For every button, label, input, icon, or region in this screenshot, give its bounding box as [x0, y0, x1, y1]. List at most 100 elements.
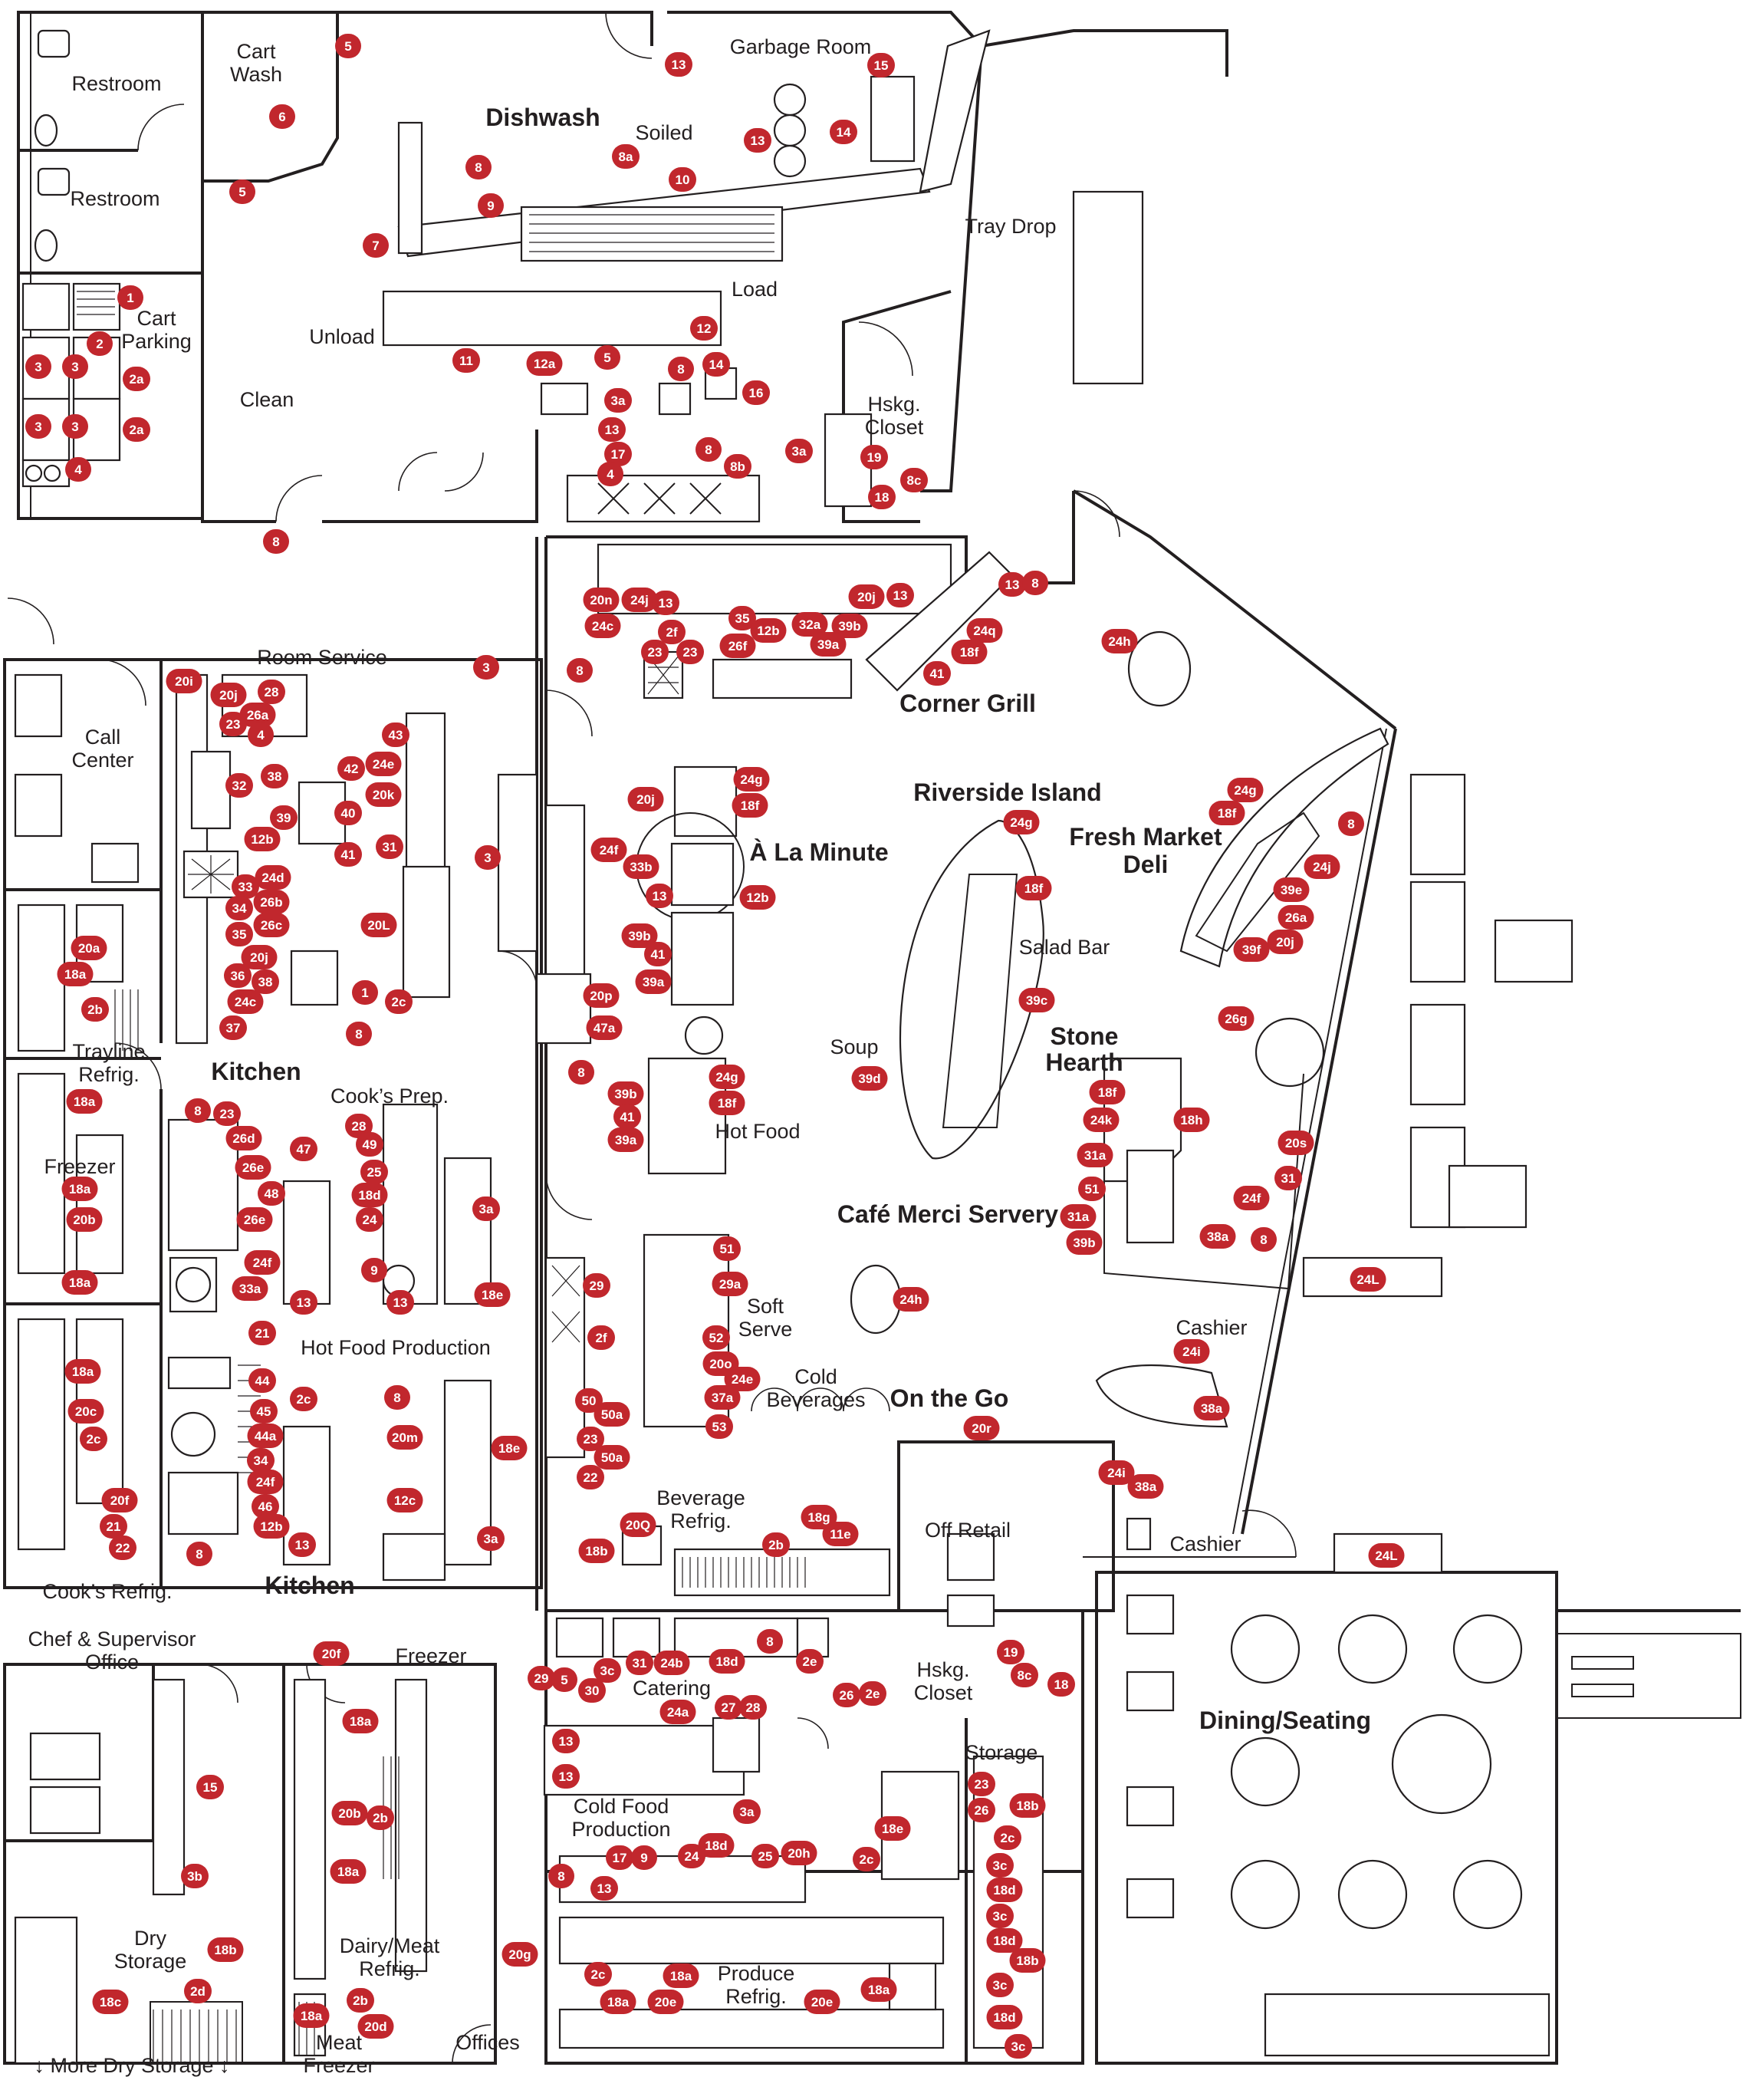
- equipment-tag-badge: [644, 942, 672, 966]
- equipment-tag: 8: [1338, 811, 1364, 836]
- equipment-tag-badge: [101, 1488, 138, 1512]
- equipment-tag: 20Q: [620, 1512, 656, 1537]
- equipment-tag-badge: [258, 680, 285, 704]
- equipment-tag: 29: [528, 1666, 555, 1690]
- equipment-tag-badge: [669, 167, 696, 192]
- equipment-tag: 18d: [986, 1928, 1023, 1953]
- equipment-tag: 26a: [1278, 905, 1314, 930]
- equipment-tag-badge: [452, 348, 480, 373]
- equipment-tag-badge: [575, 1388, 603, 1413]
- equipment-tag-badge: [244, 1250, 281, 1275]
- equipment-tag-label: 10: [676, 173, 690, 187]
- equipment-tag-label: 5: [603, 351, 610, 365]
- equipment-tag: 23: [219, 712, 247, 736]
- equipment-tag-badge: [1022, 571, 1048, 595]
- equipment-tag-badge: [210, 683, 247, 707]
- equipment-tag-badge: [1274, 1166, 1302, 1190]
- equipment-tag-badge: [239, 703, 276, 727]
- equipment-tag: 24j: [1304, 854, 1340, 879]
- equipment-tag: 20e: [804, 1990, 840, 2014]
- equipment-tag-label: 14: [709, 357, 724, 372]
- equipment-tag: 18a: [860, 1977, 897, 2002]
- equipment-tag-label: 41: [620, 1110, 635, 1124]
- equipment-tag-label: 24L: [1356, 1272, 1379, 1287]
- equipment-tag-badge: [652, 591, 679, 615]
- equipment-tag-badge: [678, 1844, 705, 1868]
- equipment-tag-badge: [951, 640, 988, 664]
- equipment-tag-badge: [968, 1798, 995, 1822]
- room-label: Dairy/Meat: [340, 1934, 440, 1957]
- equipment-tag-badge: [252, 969, 279, 994]
- equipment-tag-badge: [653, 1651, 690, 1675]
- room-label: Call: [85, 726, 121, 749]
- equipment-tag-badge: [528, 1666, 555, 1690]
- equipment-tag-label: 2b: [373, 1811, 388, 1825]
- equipment-tag: 2b: [81, 997, 109, 1022]
- equipment-tag-label: 18a: [607, 1995, 630, 2009]
- equipment-tag: 28: [739, 1695, 767, 1720]
- equipment-tag-label: 41: [930, 667, 945, 681]
- room-label: Cold Food: [574, 1795, 669, 1818]
- equipment-tag: 14: [830, 120, 857, 144]
- equipment-tag-label: 13: [653, 889, 667, 904]
- equipment-tag-label: 45: [257, 1404, 271, 1419]
- equipment-tag-badge: [335, 34, 361, 58]
- equipment-tag-badge: [698, 1833, 735, 1858]
- equipment-tag-label: 38a: [1207, 1229, 1229, 1244]
- equipment-tag-badge: [477, 1526, 505, 1551]
- equipment-tag-label: 16: [749, 386, 764, 400]
- equipment-tag-badge: [810, 632, 847, 657]
- equipment-tag-badge: [715, 1695, 742, 1720]
- equipment-tag-label: 37a: [712, 1391, 734, 1405]
- equipment-tag: 3c: [986, 1904, 1014, 1928]
- equipment-tag-label: 12b: [746, 890, 768, 905]
- equipment-tag-badge: [668, 357, 694, 381]
- equipment-tag-badge: [64, 1359, 101, 1384]
- equipment-tag: 8: [186, 1542, 212, 1566]
- equipment-tag-badge: [1011, 1663, 1038, 1687]
- equipment-tag-badge: [620, 1512, 656, 1537]
- equipment-tag: 31: [1274, 1166, 1302, 1190]
- equipment-tag: 24k: [1083, 1108, 1120, 1132]
- equipment-tag: 9: [631, 1845, 657, 1870]
- equipment-tag-badge: [62, 414, 88, 439]
- equipment-tag-label: 20L: [367, 918, 390, 933]
- equipment-tag: 8: [263, 529, 289, 554]
- equipment-tag-badge: [874, 1816, 911, 1841]
- equipment-tag-badge: [81, 997, 109, 1022]
- cart-parking: [21, 282, 121, 488]
- equipment-tag-badge: [225, 922, 253, 946]
- equipment-tag-badge: [986, 1878, 1023, 1902]
- equipment-tag-label: 26: [975, 1803, 989, 1818]
- equipment-tag-badge: [361, 1258, 387, 1282]
- equipment-tag-badge: [247, 1424, 284, 1448]
- equipment-tag-badge: [526, 351, 563, 376]
- equipment-tag: 24d: [255, 865, 291, 890]
- equipment-tag: 3: [25, 414, 51, 439]
- room-label: Load: [732, 278, 778, 301]
- area-title: Kitchen: [211, 1058, 301, 1085]
- room-label: Room Service: [257, 646, 387, 669]
- equipment-tag-badge: [733, 1799, 761, 1824]
- equipment-tag-badge: [61, 1177, 98, 1201]
- restroom-fixtures: [34, 29, 71, 262]
- equipment-tag-label: 53: [712, 1420, 727, 1434]
- equipment-tag: 18a: [61, 1177, 98, 1201]
- equipment-tag-label: 2c: [860, 1852, 874, 1867]
- equipment-tag-badge: [709, 1649, 745, 1674]
- equipment-tag: 8b: [724, 454, 751, 479]
- room-label: Center: [71, 749, 133, 772]
- equipment-tag: 24L: [1350, 1267, 1386, 1292]
- equipment-tag: 12b: [253, 1514, 290, 1539]
- equipment-tag: 8c: [900, 468, 928, 492]
- equipment-tag-label: 2d: [190, 1984, 206, 1999]
- equipment-tag: 39e: [1273, 877, 1310, 902]
- dining-wall: [1095, 1571, 1558, 2065]
- equipment-tag-badge: [584, 1962, 612, 1986]
- equipment-tag-badge: [263, 529, 289, 554]
- equipment-tag: 18h: [1173, 1108, 1210, 1132]
- equipment-tag: 33: [232, 874, 259, 899]
- equipment-tag-label: 32a: [799, 617, 821, 632]
- equipment-tag-badge: [270, 805, 298, 830]
- equipment-tag: 24a: [659, 1700, 696, 1724]
